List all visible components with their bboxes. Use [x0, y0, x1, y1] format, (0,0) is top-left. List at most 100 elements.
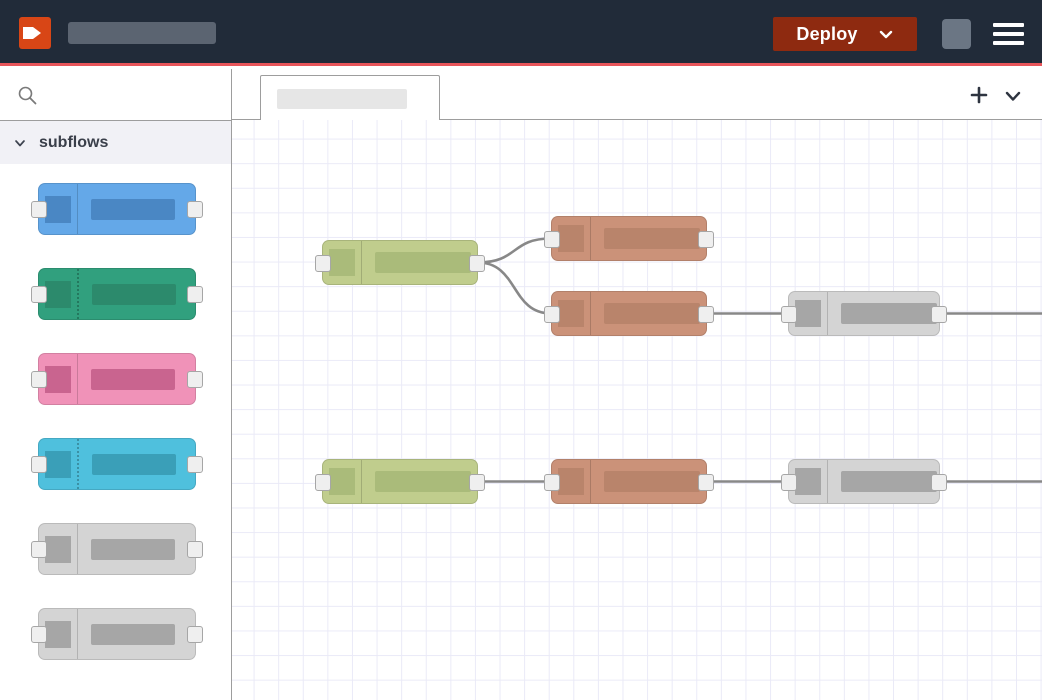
node-body — [78, 184, 195, 234]
palette-node-2-slot — [0, 268, 231, 353]
flow-tab-1[interactable] — [260, 75, 440, 121]
node-input-port[interactable] — [544, 230, 560, 248]
node-divider — [77, 524, 78, 574]
node-icon-glyph — [45, 365, 71, 393]
node-icon-glyph — [45, 535, 71, 563]
chevron-down-icon[interactable] — [1003, 86, 1023, 106]
flow-tab-1-label — [277, 89, 407, 109]
node-icon — [39, 184, 77, 234]
node-output-port[interactable] — [698, 473, 714, 491]
chevron-down-icon — [878, 26, 894, 42]
node-input-port[interactable] — [31, 201, 47, 218]
palette-node-6-slot — [0, 608, 231, 693]
wire-green1-salmon2[interactable] — [477, 261, 552, 315]
node-divider — [77, 354, 78, 404]
node-icon-glyph — [558, 225, 584, 252]
palette-node-3[interactable] — [31, 353, 203, 405]
node-icon — [552, 460, 590, 503]
node-output-port[interactable] — [187, 541, 203, 558]
deploy-button-label: Deploy — [796, 23, 858, 44]
node-body — [79, 269, 195, 319]
palette-node-2[interactable] — [31, 268, 203, 320]
node-body — [78, 354, 195, 404]
node-icon — [39, 269, 77, 319]
flow-node-gray-2[interactable] — [781, 459, 947, 504]
flow-node-salmon-1[interactable] — [544, 216, 714, 261]
node-icon-glyph — [45, 450, 71, 478]
flow-wire-layer — [477, 237, 1042, 483]
node-icon — [39, 439, 77, 489]
node-icon — [552, 217, 590, 260]
node-input-port[interactable] — [315, 254, 331, 272]
node-body — [362, 241, 477, 284]
node-icon-glyph — [45, 280, 71, 308]
node-body — [79, 439, 195, 489]
flow-node-gray-1[interactable] — [781, 291, 947, 336]
node-divider — [77, 184, 78, 234]
palette-node-6[interactable] — [31, 608, 203, 660]
node-body — [78, 524, 195, 574]
palette-category-subflows[interactable]: subflows — [0, 121, 231, 164]
search-input[interactable] — [44, 83, 214, 107]
palette-node-4[interactable] — [31, 438, 203, 490]
node-output-port[interactable] — [187, 286, 203, 303]
node-input-port[interactable] — [31, 456, 47, 473]
node-output-port[interactable] — [187, 626, 203, 643]
palette-node-5[interactable] — [31, 523, 203, 575]
node-input-port[interactable] — [31, 626, 47, 643]
node-icon-glyph — [329, 468, 355, 495]
node-input-port[interactable] — [544, 473, 560, 491]
node-output-port[interactable] — [187, 201, 203, 218]
node-body — [362, 460, 477, 503]
flow-node-salmon-3[interactable] — [544, 459, 714, 504]
node-output-port[interactable] — [469, 473, 485, 491]
palette-node-1-slot — [0, 183, 231, 268]
node-input-port[interactable] — [315, 473, 331, 491]
node-divider — [590, 460, 591, 503]
node-divider — [361, 241, 362, 284]
search-icon[interactable] — [17, 85, 37, 105]
flow-canvas-region — [232, 69, 1042, 700]
flow-node-green-1[interactable] — [315, 240, 485, 285]
node-divider — [590, 292, 591, 335]
node-input-port[interactable] — [544, 305, 560, 323]
palette-search-row[interactable] — [0, 69, 231, 121]
node-input-port[interactable] — [31, 286, 47, 303]
node-output-port[interactable] — [698, 230, 714, 248]
node-icon-glyph — [329, 249, 355, 276]
node-red-logo-icon[interactable] — [19, 17, 51, 49]
node-output-port[interactable] — [931, 473, 947, 491]
deploy-button[interactable]: Deploy — [773, 17, 917, 51]
node-input-port[interactable] — [31, 371, 47, 388]
node-input-port[interactable] — [781, 305, 797, 323]
hamburger-menu-icon[interactable] — [993, 21, 1024, 47]
node-input-port[interactable] — [781, 473, 797, 491]
node-label — [92, 283, 176, 305]
flow-node-green-2[interactable] — [315, 459, 485, 504]
flow-node-salmon-2[interactable] — [544, 291, 714, 336]
node-icon — [552, 292, 590, 335]
page-title — [68, 22, 216, 44]
palette-node-3-slot — [0, 353, 231, 438]
node-output-port[interactable] — [469, 254, 485, 272]
flow-workspace[interactable] — [232, 120, 1042, 700]
node-body — [78, 609, 195, 659]
node-output-port[interactable] — [187, 456, 203, 473]
node-body — [591, 460, 706, 503]
user-avatar-button[interactable] — [942, 19, 971, 49]
node-label — [91, 368, 175, 390]
node-output-port[interactable] — [187, 371, 203, 388]
node-body — [828, 460, 939, 503]
node-output-port[interactable] — [698, 305, 714, 323]
palette-node-1[interactable] — [31, 183, 203, 235]
node-output-port[interactable] — [931, 305, 947, 323]
plus-icon[interactable] — [969, 85, 989, 105]
node-input-port[interactable] — [31, 541, 47, 558]
palette-node-5-slot — [0, 523, 231, 608]
node-icon — [789, 460, 827, 503]
wire-green1-salmon1[interactable] — [477, 237, 552, 264]
node-divider — [361, 460, 362, 503]
node-icon — [323, 460, 361, 503]
palette-sidebar: subflows — [0, 69, 232, 700]
